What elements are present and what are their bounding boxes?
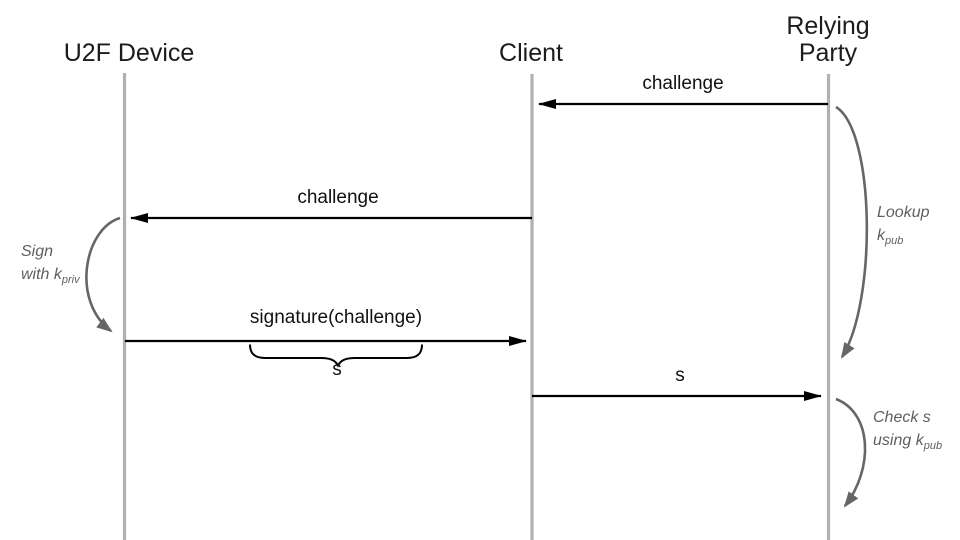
- self-arrow-lookup-rp: [835, 105, 869, 359]
- annotation-lookup-line1: Lookup: [877, 204, 930, 221]
- self-arrow-check-rp: [835, 397, 867, 508]
- underbrace-signature: [249, 344, 423, 368]
- annotation-lookup: Lookup kpub: [877, 201, 930, 247]
- message-label-challenge-2: challenge: [297, 187, 379, 208]
- message-label-s: s: [675, 365, 685, 386]
- actor-label-client: Client: [499, 39, 563, 67]
- actor-label-u2f-device: U2F Device: [63, 39, 195, 67]
- actor-label-relying-party-line2: Party: [798, 39, 858, 67]
- annotation-check-line2: using kpub: [873, 432, 943, 452]
- message-label-challenge-1: challenge: [642, 73, 724, 94]
- actor-label-relying-party-line1: Relying: [786, 12, 870, 40]
- annotation-sign: Sign with kpriv: [21, 240, 80, 286]
- annotation-sign-subscript: priv: [61, 274, 80, 286]
- annotation-sign-line1: Sign: [21, 243, 54, 260]
- annotation-check-line1: Check s: [873, 409, 931, 426]
- annotation-sign-line2: with kpriv: [21, 266, 80, 286]
- self-arrow-sign-u2f: [85, 216, 121, 333]
- brace-label-s: s: [332, 359, 342, 380]
- annotation-lookup-line2: kpub: [877, 227, 904, 247]
- annotation-check: Check s using kpub: [873, 406, 942, 452]
- annotation-lookup-subscript: pub: [885, 235, 904, 247]
- message-label-signature: signature(challenge): [249, 307, 423, 328]
- annotation-check-subscript: pub: [923, 440, 943, 452]
- actor-label-relying-party: Relying Party: [786, 13, 869, 67]
